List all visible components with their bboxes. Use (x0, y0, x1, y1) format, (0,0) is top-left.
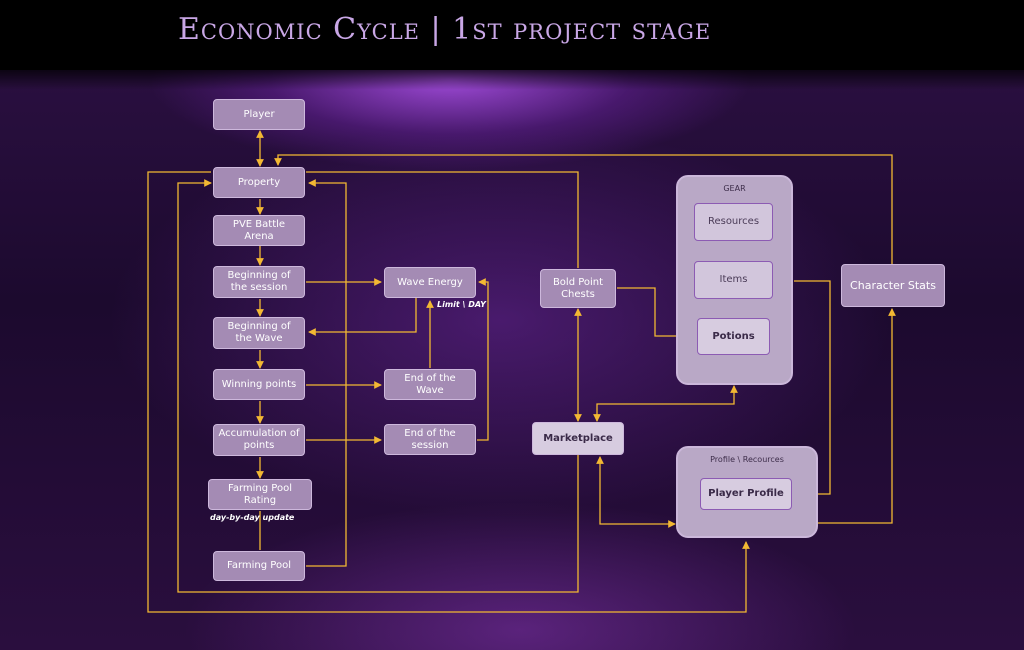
panel-profile-resources: Profile \ Recources (676, 446, 818, 538)
arrow-stats-property (274, 154, 893, 266)
node-end-of-session: End of the session (384, 424, 476, 455)
node-property: Property (213, 167, 305, 198)
node-farming-pool-rating: Farming Pool Rating (208, 479, 312, 510)
arrow-energy-beginwave (308, 298, 417, 336)
node-character-stats: Character Stats (841, 264, 945, 307)
note-limit-day: Limit \ DAY (437, 300, 486, 309)
node-player-profile: Player Profile (700, 478, 792, 510)
node-bold-point-chests: Bold Point Chests (540, 269, 616, 308)
node-items: Items (694, 261, 773, 299)
node-potions: Potions (697, 318, 770, 355)
node-end-of-wave: End of the Wave (384, 369, 476, 400)
arrow-endsession-energy (477, 278, 489, 441)
node-winning-points: Winning points (213, 369, 305, 400)
node-beginning-of-wave: Beginning of the Wave (213, 317, 305, 349)
node-pve-battle-arena: PVE Battle Arena (213, 215, 305, 246)
arrow-chests-potions (617, 287, 696, 340)
node-resources: Resources (694, 203, 773, 241)
arrow-market-gear (593, 385, 738, 422)
node-wave-energy: Wave Energy (384, 267, 476, 298)
line-property-chests (306, 171, 579, 268)
node-accumulation-of-points: Accumulation of points (213, 424, 305, 456)
page-title: Economic Cycle | 1st project stage (178, 12, 712, 47)
arrow-farleft-profile (147, 171, 750, 613)
header-bar: Economic Cycle | 1st project stage (0, 0, 1024, 70)
node-farming-pool: Farming Pool (213, 551, 305, 581)
node-beginning-of-session: Beginning of the session (213, 266, 305, 298)
arrow-outer-left-property (177, 179, 579, 593)
diagram-background (0, 70, 1024, 650)
arrow-pool-property (306, 179, 347, 567)
arrow-profile-stats (818, 308, 896, 524)
note-day-by-day-update: day-by-day update (210, 513, 295, 522)
node-marketplace: Marketplace (532, 422, 624, 455)
node-player: Player (213, 99, 305, 130)
arrow-market-profile (596, 456, 676, 528)
